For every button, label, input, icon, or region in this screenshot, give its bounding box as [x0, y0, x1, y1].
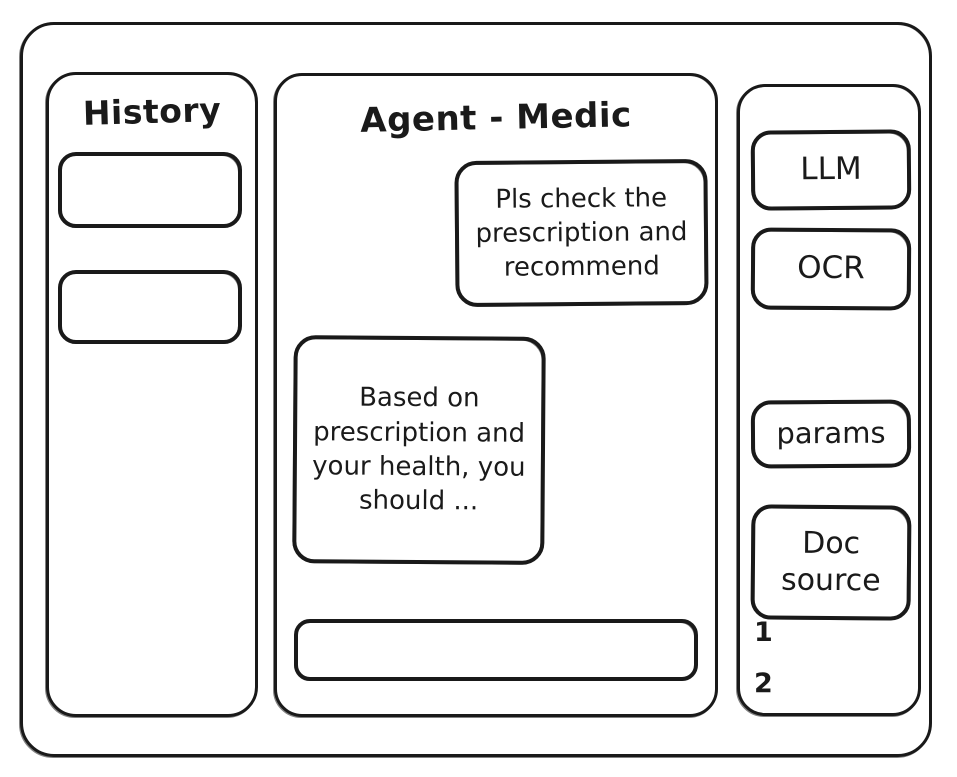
- tool-button-llm[interactable]: LLM: [750, 129, 912, 211]
- tool-button-ocr[interactable]: OCR: [750, 227, 912, 311]
- doc-source-ref-1[interactable]: 1: [754, 617, 773, 648]
- agent-message-bubble: Based on prescription and your health, y…: [292, 335, 546, 565]
- user-message-bubble: Pls check the prescription and recommend: [454, 158, 709, 308]
- history-list-item[interactable]: [58, 152, 242, 228]
- history-list-item[interactable]: [58, 270, 242, 344]
- doc-source-ref-2[interactable]: 2: [754, 668, 773, 699]
- message-input[interactable]: [294, 619, 698, 681]
- tool-button-doc-source[interactable]: Doc source: [750, 504, 912, 621]
- tool-button-params[interactable]: params: [750, 399, 912, 469]
